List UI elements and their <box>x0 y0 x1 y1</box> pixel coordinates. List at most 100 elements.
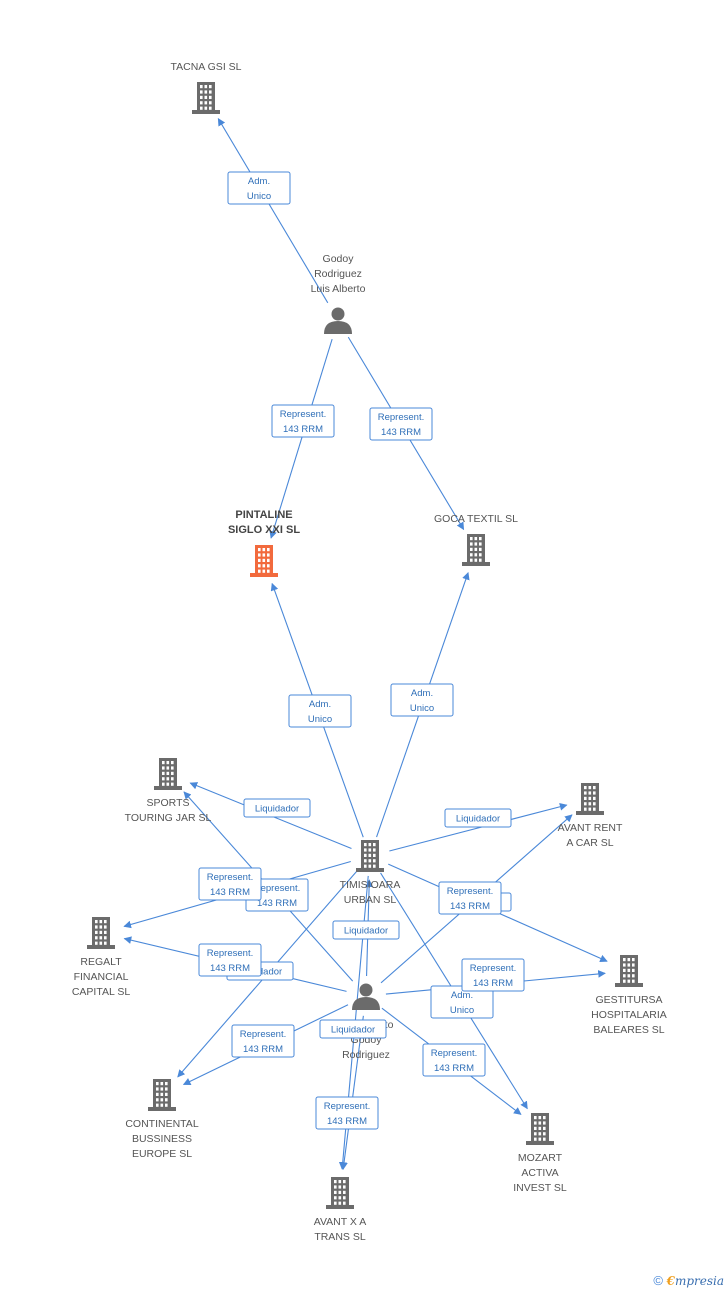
edge-label-adm-unico[interactable]: Adm. Unico <box>390 683 454 717</box>
edge-label-text: 143 RRM <box>283 424 323 435</box>
edge-label-represent-143-rrm[interactable]: Represent. 143 RRM <box>198 867 262 901</box>
node-label: TRANS SL <box>314 1231 366 1243</box>
edge-label-text: Represent. <box>207 872 253 883</box>
building-icon[interactable] <box>154 758 182 790</box>
edge-label-represent-143-rrm[interactable]: Represent. 143 RRM <box>315 1096 379 1130</box>
building-icon[interactable] <box>526 1113 554 1145</box>
edge-godoy1-to-pintaline <box>269 338 333 539</box>
edge-label-text: Unico <box>308 714 332 725</box>
node-label: REGALT <box>80 956 122 968</box>
edge-godoy1-to-tacna <box>217 117 329 304</box>
edge-label-represent-143-rrm[interactable]: Represent. 143 RRM <box>231 1024 295 1058</box>
node-label: TIMISIOARA <box>340 879 401 891</box>
edge-label-text: Unico <box>247 191 271 202</box>
node-goca[interactable]: GOCA TEXTIL SL <box>434 513 518 566</box>
edge-label-text: 143 RRM <box>210 887 250 898</box>
edges-layer <box>123 117 608 1170</box>
edge-label-text: 143 RRM <box>210 963 250 974</box>
edge-label-liquidador[interactable]: Liquidador <box>444 808 512 828</box>
edge-label-represent-143-rrm[interactable]: Represent. 143 RRM <box>369 407 433 441</box>
edge-label-represent-143-rrm[interactable]: Represent. 143 RRM <box>461 958 525 992</box>
node-label: Rodriguez <box>314 268 362 280</box>
node-label: URBAN SL <box>344 894 397 906</box>
edge-label-represent-143-rrm[interactable]: Represent.143 RRM <box>198 943 262 977</box>
node-label: PINTALINE <box>235 509 292 521</box>
edge-label-text: 143 RRM <box>450 901 490 912</box>
building-icon[interactable] <box>576 783 604 815</box>
edge-label-adm-unico[interactable]: Adm.Unico <box>227 171 291 205</box>
node-tacna[interactable]: TACNA GSI SL <box>171 61 242 114</box>
edge-label-text: Represent. <box>240 1029 286 1040</box>
brand-footer: © €mpresia <box>653 1273 724 1288</box>
edge-label-text: 143 RRM <box>327 1116 367 1127</box>
edge-label-text: 143 RRM <box>381 427 421 438</box>
building-icon[interactable] <box>87 917 115 949</box>
edge-label-text: 143 RRM <box>434 1063 474 1074</box>
node-label: MOZART <box>518 1152 563 1164</box>
edge-godoy2-to-avantx <box>340 1015 364 1170</box>
edge-label-text: Liquidador <box>344 926 388 937</box>
edge-label-text: Adm. <box>411 688 433 699</box>
node-label: AVANT RENT <box>558 822 623 834</box>
building-icon[interactable] <box>615 955 643 987</box>
brand-logo[interactable]: €mpresia <box>666 1274 724 1288</box>
building-icon[interactable] <box>192 82 220 114</box>
node-sports[interactable]: SPORTS TOURING JAR SL <box>125 758 212 824</box>
node-label: CONTINENTAL <box>125 1118 198 1130</box>
node-label: BALEARES SL <box>593 1024 664 1036</box>
edge-label-text: 143 RRM <box>473 978 513 989</box>
node-avantrent[interactable]: AVANT RENT A CAR SL <box>558 783 623 849</box>
node-label: FINANCIAL <box>74 971 129 983</box>
edge-label-liquidador[interactable]: Liquidador <box>332 920 400 940</box>
node-label: A CAR SL <box>566 837 613 849</box>
node-label: ACTIVA <box>521 1167 558 1179</box>
node-label: Luis Alberto <box>311 283 366 295</box>
edge-label-represent-143-rrm[interactable]: Represent. 143 RRM <box>422 1043 486 1077</box>
edge-label-liquidador[interactable]: Liquidador <box>319 1019 387 1039</box>
building-icon[interactable] <box>356 840 384 872</box>
edge-label-text: Represent. <box>431 1048 477 1059</box>
edge-label-text: Represent. <box>378 412 424 423</box>
edge-label-adm-unico[interactable]: Adm. Unico <box>288 694 352 728</box>
node-pintaline[interactable]: PINTALINE SIGLO XXI SL <box>228 509 300 577</box>
node-label: BUSSINESS <box>132 1133 192 1145</box>
edge-label-text: Unico <box>410 703 434 714</box>
node-label: TOURING JAR SL <box>125 812 212 824</box>
edge-label-represent-143-rrm[interactable]: Represent. 143 RRM <box>271 404 335 438</box>
node-label: AVANT X A <box>314 1216 367 1228</box>
building-icon[interactable] <box>250 545 278 577</box>
edge-label-liquidador[interactable]: Liquidador <box>243 798 311 818</box>
node-label: HOSPITALARIA <box>591 1009 667 1021</box>
node-avantx[interactable]: AVANT X A TRANS SL <box>314 1177 367 1243</box>
edge-label-text: Represent. <box>470 963 516 974</box>
person-icon[interactable] <box>324 307 352 335</box>
copyright-symbol: © <box>653 1273 663 1288</box>
node-label: SIGLO XXI SL <box>228 524 300 536</box>
node-label: SPORTS <box>147 797 190 809</box>
building-icon[interactable] <box>462 534 490 566</box>
edge-label-text: Represent. <box>324 1101 370 1112</box>
edge-label-text: 143 RRM <box>243 1044 283 1055</box>
edge-label-text: Adm. <box>309 699 331 710</box>
edge-label-text: Liquidador <box>331 1025 375 1036</box>
edge-label-text: Liquidador <box>255 804 299 815</box>
person-icon[interactable] <box>352 983 380 1011</box>
node-regalt[interactable]: REGALT FINANCIAL CAPITAL SL <box>72 917 131 998</box>
node-timisioara[interactable]: TIMISIOARA URBAN SL <box>340 840 401 906</box>
edge-label-text: Represent. <box>280 409 326 420</box>
edge-label-represent-143-rrm[interactable]: Represent.143 RRM <box>438 881 502 915</box>
node-label: CAPITAL SL <box>72 986 131 998</box>
building-icon[interactable] <box>148 1079 176 1111</box>
building-icon[interactable] <box>326 1177 354 1209</box>
edge-label-text: Unico <box>450 1005 474 1016</box>
edge-label-text: 143 RRM <box>257 898 297 909</box>
node-label: Rodriguez <box>342 1049 390 1061</box>
node-label: GOCA TEXTIL SL <box>434 513 518 525</box>
edge-timisioara-to-avantrent <box>389 803 568 852</box>
edge-label-text: Liquidador <box>456 814 500 825</box>
